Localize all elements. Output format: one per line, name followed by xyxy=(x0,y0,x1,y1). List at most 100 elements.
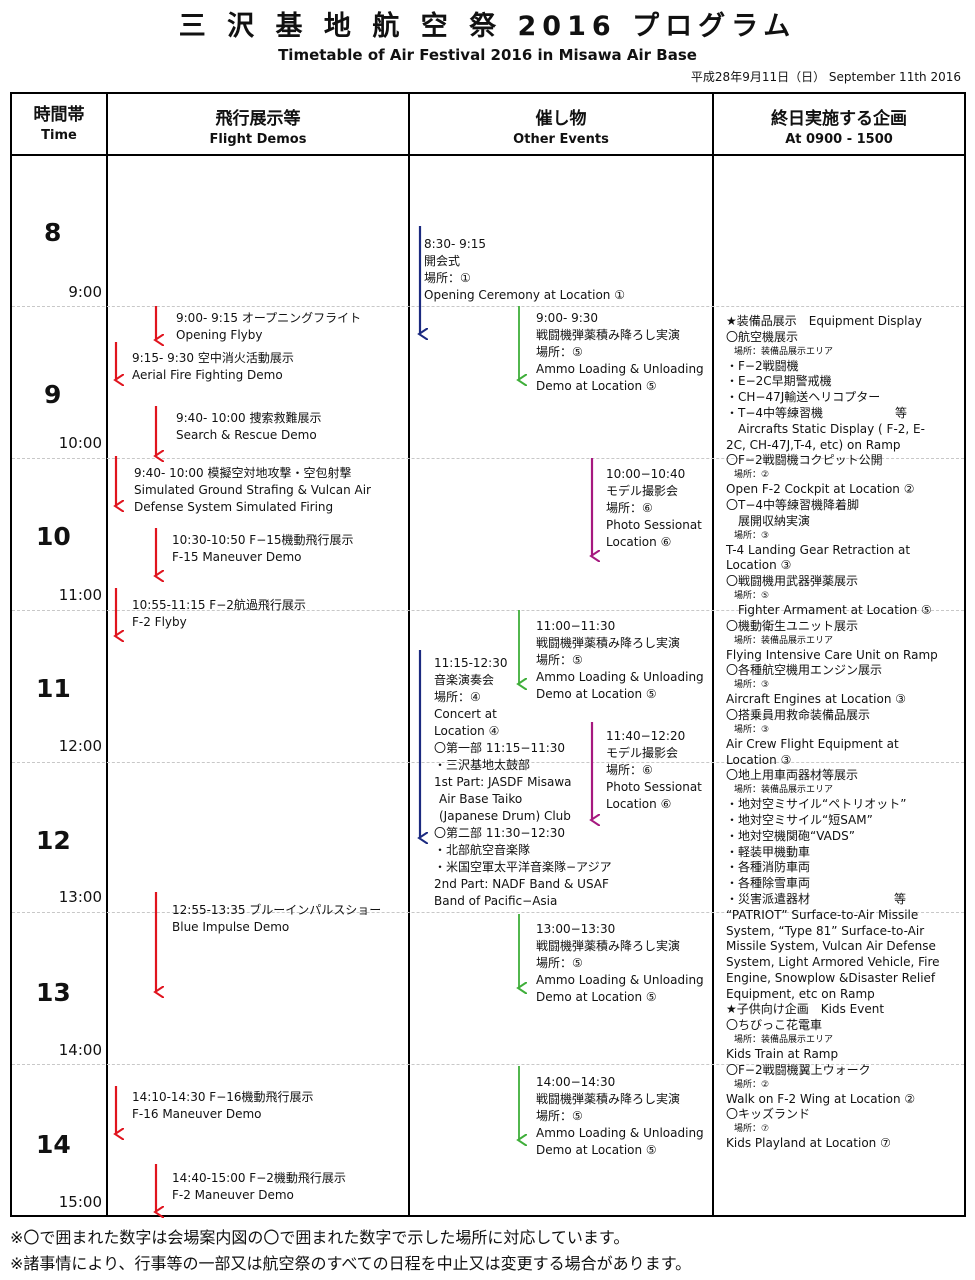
all-day-item: ・各種消防車両 xyxy=(726,860,811,875)
all-day-item: ・CH−47J輸送ヘリコプター xyxy=(726,390,881,405)
event-line: 開会式 xyxy=(424,254,461,268)
column-header-all-day: 終日実施する企画 At 0900 - 1500 xyxy=(714,104,964,147)
time-label: 12:00 xyxy=(58,737,102,755)
event-line: 場所：⑤ xyxy=(536,653,583,667)
time-label: 10:00 xyxy=(58,434,102,452)
all-day-item: 〇各種航空機用エンジン展示 xyxy=(726,663,883,678)
flight-demo-en: F-2 Flyby xyxy=(132,615,187,629)
flight-demo-time: 14:40-15:00 F−2機動飛行展示 xyxy=(172,1171,346,1185)
flight-demo-time: 12:55-13:35 ブルーインパルスショー xyxy=(172,903,382,917)
header-divider xyxy=(10,154,966,156)
flight-demo-entry: 9:15- 9:30 空中消火活動展示 Aerial Fire Fighting… xyxy=(132,350,294,384)
flight-demo-time: 14:10-14:30 F−16機動飛行展示 xyxy=(132,1090,314,1104)
event-line: 11:15-12:30 xyxy=(434,656,508,670)
event-date: 平成28年9月11日（日） September 11th 2016 xyxy=(690,70,961,84)
column-divider xyxy=(712,92,714,1217)
event-line: 〇第一部 11:15−11:30 xyxy=(434,741,566,755)
time-label: 14:00 xyxy=(58,1041,102,1059)
column-header-jp: 飛行展示等 xyxy=(215,109,301,129)
hour-divider xyxy=(12,458,964,459)
footnote: ※〇で囲まれた数字は会場案内図の〇で囲まれた数字で示した場所に対応しています。 xyxy=(10,1228,630,1247)
hour-label: 13 xyxy=(36,978,71,1007)
event-opening-ceremony: 8:30- 9:15 開会式 場所：① Opening Ceremony at … xyxy=(424,236,625,304)
event-line: 8:30- 9:15 xyxy=(424,237,487,251)
flight-demo-en: Opening Flyby xyxy=(176,328,263,342)
flight-demo-en: Search & Rescue Demo xyxy=(176,428,317,442)
all-day-item: 場所：② xyxy=(734,1079,770,1090)
column-header-other-events: 催し物 Other Events xyxy=(410,104,712,147)
event-line: Demo at Location ⑤ xyxy=(536,990,657,1004)
all-day-item: Air Crew Flight Equipment at xyxy=(726,736,899,751)
hour-divider xyxy=(12,610,964,611)
event-ammo-demo: 14:00−14:30 戦闘機弾薬積み降ろし実演 場所：⑤ Ammo Loadi… xyxy=(536,1074,704,1159)
all-day-item: 〇搭乗員用救命装備品展示 xyxy=(726,707,871,722)
all-day-item: T-4 Landing Gear Retraction at xyxy=(726,542,911,557)
all-day-item: 〇機動衛生ユニット展示 xyxy=(726,618,859,633)
column-header-jp: 催し物 xyxy=(535,109,587,129)
hour-divider xyxy=(12,1064,964,1065)
page-title: 三 沢 基 地 航 空 祭 2016 プログラム xyxy=(178,11,797,42)
event-line: ・三沢基地太鼓部 xyxy=(434,758,531,772)
event-ammo-demo: 11:00−11:30 戦闘機弾薬積み降ろし実演 場所：⑤ Ammo Loadi… xyxy=(536,618,704,703)
flight-demo-en: Simulated Ground Strafing & Vulcan Air xyxy=(134,483,371,497)
all-day-item: ・各種除雪車両 xyxy=(726,876,811,891)
column-header-jp: 時間帯 xyxy=(33,105,85,125)
flight-demo-entry: 14:10-14:30 F−16機動飛行展示 F-16 Maneuver Dem… xyxy=(132,1089,314,1123)
flight-demo-en: Aerial Fire Fighting Demo xyxy=(132,368,283,382)
flight-demo-en: Defense System Simulated Firing xyxy=(134,500,334,514)
event-line: Ammo Loading & Unloading xyxy=(536,973,704,987)
event-line: Concert at xyxy=(434,707,497,721)
flight-demo-time: 9:40- 10:00 捜索救難展示 xyxy=(176,411,322,425)
column-header-en: Other Events xyxy=(513,132,609,147)
hour-divider xyxy=(12,306,964,307)
event-line: 場所：⑥ xyxy=(606,501,653,515)
hour-divider xyxy=(12,762,964,763)
event-line: 戦闘機弾薬積み降ろし実演 xyxy=(536,1092,681,1106)
time-label: 9:00 xyxy=(68,283,102,301)
event-line: Photo Sessionat xyxy=(606,518,702,532)
event-line: Ammo Loading & Unloading xyxy=(536,670,704,684)
all-day-item: ・地対空ミサイル“短SAM” xyxy=(726,812,873,827)
hour-label: 10 xyxy=(36,522,71,551)
all-day-item: 場所：② xyxy=(734,470,770,481)
event-line: 9:00- 9:30 xyxy=(536,311,599,325)
event-line: 戦闘機弾薬積み降ろし実演 xyxy=(536,636,681,650)
column-divider xyxy=(106,92,108,1217)
all-day-item: 展開収納実演 xyxy=(726,513,811,528)
flight-demo-entry: 10:30-10:50 F−15機動飛行展示 F-15 Maneuver Dem… xyxy=(172,532,354,566)
all-day-item: 場所：装備品展示エリア xyxy=(734,785,834,796)
all-day-item: Walk on F-2 Wing at Location ② xyxy=(726,1091,916,1106)
event-line: 場所：① xyxy=(424,271,471,285)
all-day-item: 〇F−2戦闘機コクピット公開 xyxy=(726,453,883,468)
event-line: 音楽演奏会 xyxy=(434,673,495,687)
all-day-item: Engine, Snowplow &Disaster Relief xyxy=(726,970,936,985)
event-photo-session: 11:40−12:20 モデル撮影会 場所：⑥ Photo Sessionat … xyxy=(606,728,702,813)
event-line: モデル撮影会 xyxy=(606,746,679,760)
event-line: 場所：④ xyxy=(434,690,481,704)
all-day-item: ・地対空ミサイル“ペトリオット” xyxy=(726,797,907,812)
column-header-en: Time xyxy=(41,128,77,143)
event-concert: 11:15-12:30 音楽演奏会 場所：④ Concert at Locati… xyxy=(434,655,612,910)
all-day-item: “PATRIOT” Surface-to-Air Missile xyxy=(726,907,919,922)
all-day-item: 〇航空機展示 xyxy=(726,329,799,344)
all-day-item: ・災害派遣器材 等 xyxy=(726,891,907,906)
all-day-item: Location ③ xyxy=(726,558,792,573)
event-line: Location ⑥ xyxy=(606,535,672,549)
event-line: 11:40−12:20 xyxy=(606,729,686,743)
all-day-item: 場所：装備品展示エリア xyxy=(734,346,834,357)
all-day-item: 2C, CH-47J,T-4, etc) on Ramp xyxy=(726,437,901,452)
flight-demo-time: 9:00- 9:15 オープニングフライト xyxy=(176,311,362,325)
event-ammo-demo: 13:00−13:30 戦闘機弾薬積み降ろし実演 場所：⑤ Ammo Loadi… xyxy=(536,921,704,1006)
event-line: 戦闘機弾薬積み降ろし実演 xyxy=(536,328,681,342)
event-line: Location ④ xyxy=(434,724,500,738)
all-day-item: 場所：⑦ xyxy=(734,1124,770,1135)
hour-label: 9 xyxy=(44,380,62,409)
time-label: 15:00 xyxy=(58,1193,102,1211)
event-line: 13:00−13:30 xyxy=(536,922,616,936)
event-line: 場所：⑤ xyxy=(536,345,583,359)
flight-demo-entry: 10:55-11:15 F−2航過飛行展示 F-2 Flyby xyxy=(132,597,306,631)
event-line: Location ⑥ xyxy=(606,797,672,811)
event-line: ・米国空軍太平洋音楽隊−アジア xyxy=(434,860,612,874)
